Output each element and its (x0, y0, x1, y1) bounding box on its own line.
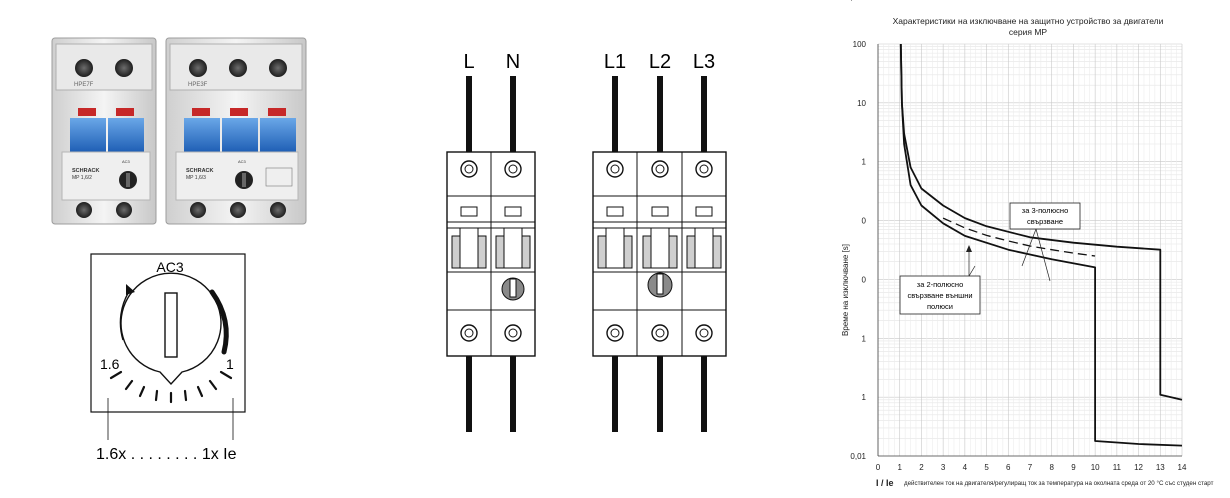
chart-subtitle: серия MP (1009, 27, 1047, 37)
x-tick-label: 11 (1113, 463, 1122, 472)
x-tick-label: 2 (919, 463, 924, 472)
trip-chart: Характеристики на изключване на защитно … (841, 0, 1214, 488)
device-2-pole-photo: HPE7F SCHRACK MP 1,6/2 AC3 (51, 37, 157, 225)
terminal-label-n: N (506, 51, 520, 73)
x-tick-label: 4 (963, 463, 968, 472)
x-tick-label: 9 (1071, 463, 1076, 472)
device-2-brand: SCHRACK (72, 168, 100, 174)
device-2-model: MP 1,6/2 (72, 175, 92, 181)
x-tick-label: 7 (1028, 463, 1033, 472)
series-line-3 (942, 217, 1096, 257)
dial-label-max: 1.6 (100, 356, 120, 372)
x-axis-label-prefix: I / Ie (876, 478, 894, 488)
x-tick-label: 0 (876, 463, 881, 472)
x-tick-label: 1 (897, 463, 902, 472)
annotation-3-pole-line-2: свързване (1027, 217, 1063, 226)
device-photo: HPE7F SCHRACK MP 1,6/2 AC3 HPE3F (51, 37, 307, 225)
y-tick-label: 0 (862, 217, 867, 226)
device-2-top-label: HPE7F (74, 82, 94, 88)
dial-scale-ticks (109, 370, 233, 404)
x-tick-label: 6 (1006, 463, 1011, 472)
chart-grid (877, 43, 1183, 457)
y-tick-label: 10 (857, 99, 866, 108)
dial-label-min: 1 (226, 356, 234, 372)
y-tick-label: 1 (862, 158, 867, 167)
rotation-arrowhead (126, 284, 135, 295)
annotation-2-pole: за 2-полюсно свързване външни полюси (899, 245, 981, 315)
annotation-2-pole-line-3: полюси (927, 302, 953, 311)
annotation-2-pole-line-1: за 2-полюсно (917, 280, 964, 289)
y-tick-label: 1 (862, 334, 867, 343)
annotation-3-pole-line-1: за 3-полюсно (1022, 206, 1069, 215)
device-3-model: MP 1,6/3 (186, 175, 206, 181)
device-3-brand: SCHRACK (186, 168, 214, 174)
dial-range-text: 1.6x . . . . . . . . 1x Ie (96, 446, 237, 463)
x-tick-label: 10 (1091, 463, 1100, 472)
device-2-dial-label: AC3 (122, 159, 131, 164)
dial-title: AC3 (156, 259, 183, 275)
wiring-diagram: L N L1 (446, 51, 727, 432)
wiring-2-pole: L N (446, 51, 536, 432)
annotation-2-pole-line-2: свързване външни (907, 291, 972, 300)
x-tick-label: 12 (1134, 463, 1143, 472)
range-wedge (209, 289, 229, 355)
chart-title: Характеристики на изключване на защитно … (893, 16, 1164, 26)
chart-series (899, 43, 1183, 447)
y-tick-label: 1 (862, 393, 867, 402)
series-line-1 (899, 43, 1183, 401)
terminal-label-l2: L2 (649, 51, 671, 73)
terminal-label-l1: L1 (604, 51, 626, 73)
device-3-pole-photo: HPE3F SCHRACK MP 1,6/3 AC3 (165, 37, 307, 225)
series-line-2 (899, 43, 1183, 447)
y-tick-label: 0,001 (846, 0, 867, 2)
dial-diagram: AC3 1.6 1 1.6x . . . . . . . . 1x Ie (90, 253, 246, 463)
terminal-label-l3: L3 (693, 51, 715, 73)
device-3-top-label: HPE3F (188, 82, 208, 88)
x-tick-label: 8 (1049, 463, 1054, 472)
annotation-3-pole: за 3-полюсно свързване (1009, 202, 1081, 282)
x-tick-label: 5 (984, 463, 989, 472)
y-tick-label: 100 (853, 40, 867, 49)
wiring-3-pole: L1 L2 L3 (592, 51, 727, 432)
x-axis-label: действителен ток на двигателя/регулиращ … (904, 480, 1214, 487)
terminal-label-l: L (463, 51, 474, 73)
y-tick-label: 0 (862, 275, 867, 284)
device-3-dial-label: AC3 (238, 159, 247, 164)
y-tick-label: 0,01 (850, 452, 866, 461)
y-axis-label: Време на изключване [s] (841, 244, 850, 336)
x-tick-label: 13 (1156, 463, 1165, 472)
x-tick-label: 3 (941, 463, 946, 472)
dial-slot (164, 292, 178, 358)
x-tick-label: 14 (1178, 463, 1187, 472)
